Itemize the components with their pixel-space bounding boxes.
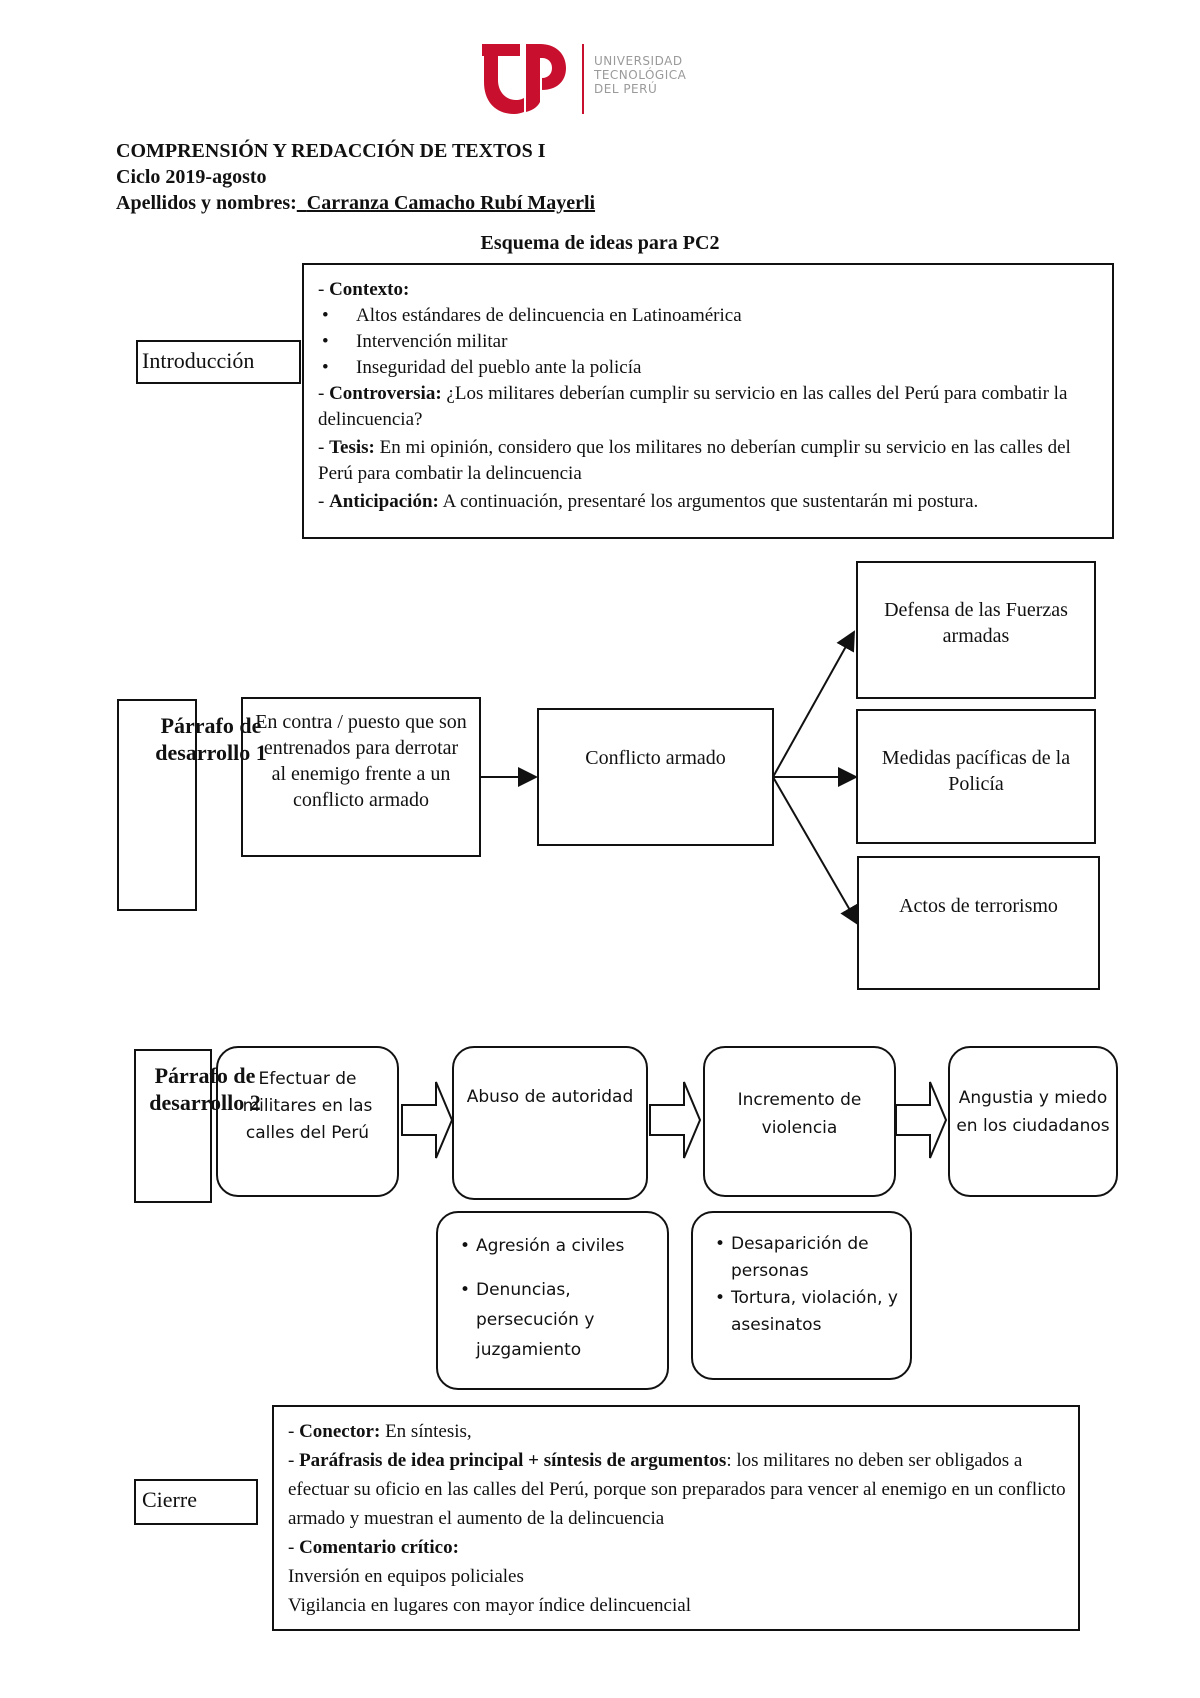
p2-label: Párrafo de desarrollo 2	[140, 1062, 270, 1116]
p2-step4-text: Angustia y miedo en los ciudadanos	[956, 1088, 1110, 1136]
closing-label: Cierre	[142, 1487, 197, 1512]
p1-middle-text: Conflicto armado	[585, 747, 726, 769]
logo-line-1: UNIVERSIDAD	[594, 54, 683, 68]
p2-step1-text: Efectuar de militares en las calles del …	[242, 1069, 373, 1143]
tesis-text: En mi opinión, considero que los militar…	[318, 437, 1071, 484]
conector-label: Conector:	[299, 1421, 381, 1442]
p1-label: Párrafo de desarrollo 1	[146, 712, 276, 766]
p2-sub2-list: Desaparición de personas Tortura, violac…	[715, 1231, 902, 1339]
p2-sub2-box: Desaparición de personas Tortura, violac…	[691, 1211, 912, 1380]
p1-out2-box: Medidas pacíficas de la Policía	[856, 709, 1096, 844]
p2-sub2-item: Tortura, violación, y asesinatos	[715, 1285, 902, 1339]
p1-out1-box: Defensa de las Fuerzas armadas	[856, 561, 1096, 699]
p2-label-box	[134, 1049, 212, 1203]
student-name-line: Apellidos y nombres: Carranza Camacho Ru…	[116, 190, 741, 216]
p2-step3-text: Incremento de violencia	[737, 1090, 862, 1138]
block-arrow-2	[649, 1081, 702, 1159]
tesis-label: Tesis:	[329, 437, 375, 458]
p2-sub1-item: Denuncias, persecución y juzgamiento	[460, 1275, 657, 1365]
arrow-middle-to-out1	[772, 630, 855, 778]
controversia: - Controversia: ¿Los militares deberían …	[318, 383, 1068, 430]
p2-step2-box: Abuso de autoridad	[452, 1046, 648, 1200]
comentario-line: Inversión en equipos policiales	[288, 1566, 524, 1587]
p2-sub2-item: Desaparición de personas	[715, 1231, 902, 1285]
intro-label-box: Introducción	[136, 340, 301, 384]
university-logo: UNIVERSIDAD TECNOLÓGICA DEL PERÚ	[480, 42, 700, 116]
block-arrow-3	[895, 1081, 948, 1159]
p2-step1-box: Efectuar de militares en las calles del …	[216, 1046, 399, 1197]
p2-step3-box: Incremento de violencia	[703, 1046, 896, 1197]
logo-line-3: DEL PERÚ	[594, 82, 658, 96]
p2-label-text: Párrafo de desarrollo 2	[149, 1063, 261, 1115]
contexto-label: Contexto:	[329, 279, 410, 300]
p2-sub1-item: Agresión a civiles	[460, 1231, 657, 1261]
closing-label-box: Cierre	[134, 1479, 258, 1525]
comentario-line: Vigilancia en lugares con mayor índice d…	[288, 1595, 691, 1616]
block-arrow-1	[401, 1081, 454, 1159]
closing-content-box: - Conector: En síntesis, - Paráfrasis de…	[272, 1405, 1080, 1631]
document-title: Esquema de ideas para PC2	[480, 232, 720, 254]
parafrasis-label: Paráfrasis de idea principal + síntesis …	[299, 1450, 727, 1471]
p1-out1-text: Defensa de las Fuerzas armadas	[884, 599, 1068, 647]
p1-source-box: En contra / puesto que son entrenados pa…	[241, 697, 481, 857]
p1-label-text: Párrafo de desarrollo 1	[155, 713, 267, 765]
anticipacion: - Anticipación: A continuación, presenta…	[318, 491, 979, 512]
name-label: Apellidos y nombres:	[116, 192, 297, 214]
intro-label: Introducción	[142, 348, 255, 373]
logo-line-2: TECNOLÓGICA	[594, 68, 687, 82]
logo-divider	[582, 44, 584, 114]
intro-content-box: - Contexto: Altos estándares de delincue…	[302, 263, 1114, 539]
contexto-list: Altos estándares de delincuencia en Lati…	[318, 303, 1098, 381]
logo-text: UNIVERSIDAD TECNOLÓGICA DEL PERÚ	[594, 54, 686, 96]
p1-out3-box: Actos de terrorismo	[857, 856, 1100, 990]
tesis: - Tesis: En mi opinión, considero que lo…	[318, 437, 1071, 484]
contexto-item: Intervención militar	[318, 329, 1098, 355]
anticipacion-text: A continuación, presentaré los argumento…	[442, 491, 979, 512]
contexto-item: Altos estándares de delincuencia en Lati…	[318, 303, 1098, 329]
contexto-item: Inseguridad del pueblo ante la policía	[318, 355, 1098, 381]
conector-text: En síntesis,	[385, 1421, 472, 1442]
p2-sub1-list: Agresión a civiles Denuncias, persecució…	[460, 1231, 657, 1365]
arrow-middle-to-out3	[772, 776, 860, 926]
p1-out3-text: Actos de terrorismo	[899, 895, 1058, 917]
p1-middle-box: Conflicto armado	[537, 708, 774, 846]
name-value: Carranza Camacho Rubí Mayerli	[297, 190, 741, 216]
parafrasis-text: : los militares no deben ser obligados a…	[288, 1450, 1066, 1529]
p1-label-box	[117, 699, 197, 911]
p1-source-text: En contra / puesto que son entrenados pa…	[255, 711, 467, 811]
controversia-label: Controversia:	[329, 383, 442, 404]
p2-step4-box: Angustia y miedo en los ciudadanos	[948, 1046, 1118, 1197]
course-title: COMPRENSIÓN Y REDACCIÓN DE TEXTOS I	[116, 140, 546, 162]
comentario: - Comentario crítico:	[288, 1537, 459, 1558]
parafrasis: - Paráfrasis de idea principal + síntesi…	[288, 1450, 1066, 1529]
comentario-label: Comentario crítico:	[299, 1537, 459, 1558]
p2-sub1-box: Agresión a civiles Denuncias, persecució…	[436, 1211, 669, 1390]
utp-logo-mark	[482, 44, 566, 114]
contexto-heading: - Contexto:	[318, 279, 410, 300]
cycle-label: Ciclo 2019-agosto	[116, 166, 267, 188]
p1-out2-text: Medidas pacíficas de la Policía	[881, 747, 1071, 795]
name-value-text: Carranza Camacho Rubí Mayerli	[306, 192, 596, 214]
controversia-text: ¿Los militares deberían cumplir su servi…	[318, 383, 1068, 430]
p2-step2-text: Abuso de autoridad	[466, 1087, 634, 1107]
conector: - Conector: En síntesis,	[288, 1421, 472, 1442]
anticipacion-label: Anticipación:	[329, 491, 439, 512]
